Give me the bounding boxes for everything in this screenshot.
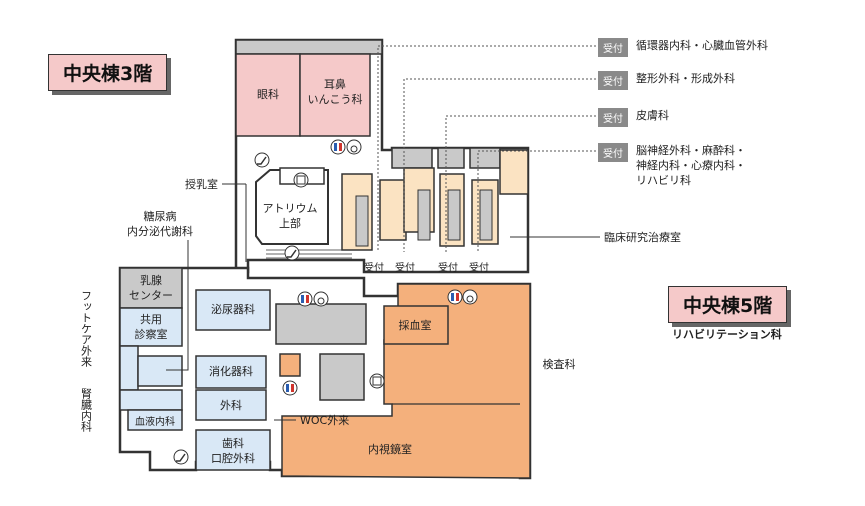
legend-line: リハビリ科 [636, 174, 691, 187]
room-urology[interactable] [195, 289, 271, 331]
floor-5f-subtitle: リハビリテーション科 [672, 328, 782, 341]
gray-block-1 [391, 147, 433, 169]
gray-inner-4 [479, 189, 493, 241]
clinic-block-6[interactable] [499, 149, 529, 195]
restroom-icon [297, 291, 313, 307]
room-shared-exam[interactable] [119, 307, 183, 347]
legend-item-1: 受付 循環器内科・心臓血管外科 [598, 38, 768, 57]
floor-tag-5f: 中央棟5階 [668, 286, 788, 323]
label-urology: 泌尿器科 [211, 302, 255, 316]
atrium-void [255, 169, 329, 245]
room-breast-center[interactable] [119, 267, 183, 309]
legend-text: 皮膚科 [636, 109, 669, 122]
escalator-icon [254, 152, 270, 168]
gray-inner-3 [447, 189, 461, 241]
label-gastro: 消化器科 [209, 364, 253, 378]
label-reception-1: 受付 [364, 261, 384, 274]
label-endoscopy: 内視鏡室 [368, 442, 412, 456]
legend-text: 循環器内科・心臓血管外科 [636, 39, 768, 52]
room-foot-care[interactable] [119, 345, 139, 391]
label-atrium-1: アトリウム [263, 202, 318, 215]
label-reception-3: 受付 [438, 261, 458, 274]
label-ophthalmology: 眼科 [257, 87, 279, 101]
label-woc: WOC外来 [300, 414, 349, 427]
legend-item-2: 受付 整形外科・形成外科 [598, 71, 735, 90]
label-lab: 検査科 [543, 357, 576, 371]
label-foot-care: フットケア外来 [80, 290, 93, 367]
room-gastro[interactable] [195, 355, 267, 389]
legend-line: 神経内科・心療内科・ [636, 159, 746, 172]
room-hematology[interactable] [127, 409, 183, 431]
wheelchair-icon [313, 291, 329, 307]
legend-text: 整形外科・形成外科 [636, 72, 735, 85]
label-atrium-2: 上部 [279, 216, 301, 230]
escalator-icon [173, 449, 189, 465]
escalator-icon [284, 245, 300, 261]
label-reception-4: 受付 [469, 261, 489, 274]
gray-small [319, 353, 365, 401]
reception-badge: 受付 [598, 71, 628, 90]
label-diabetes-2: 内分泌代謝科 [127, 224, 193, 238]
label-diabetes-1: 糖尿病 [144, 209, 177, 223]
leader-lines [166, 183, 600, 421]
clinic-block-2[interactable] [379, 179, 407, 241]
label-dental-1: 歯科 [222, 436, 244, 450]
label-dental-2: 口腔外科 [211, 451, 255, 465]
label-reception-2: 受付 [395, 261, 415, 274]
label-kidney: 腎臓内科 [80, 388, 93, 432]
wheelchair-icon [462, 289, 478, 305]
restroom-icon [282, 380, 298, 396]
room-dental[interactable] [195, 429, 271, 471]
upper-gray-strip [235, 39, 383, 55]
elevator-icon [369, 373, 385, 389]
label-ent-1: 耳鼻 [324, 77, 346, 91]
room-diabetes[interactable] [137, 355, 183, 387]
gray-inner-1 [355, 195, 369, 247]
reception-badge: 受付 [598, 38, 628, 57]
label-nursing-room: 授乳室 [185, 177, 218, 191]
gray-inner-2 [417, 189, 431, 241]
elevator-icon [293, 172, 309, 188]
gray-block-2 [437, 147, 465, 169]
orange-small [279, 353, 301, 377]
label-hematology: 血液内科 [135, 415, 175, 428]
room-surgery[interactable] [195, 389, 267, 421]
label-surgery: 外科 [220, 398, 242, 412]
legend-item-3: 受付 皮膚科 [598, 108, 669, 127]
legend-text-multi: 脳神経外科・麻酔科・ 神経内科・心療内科・ リハビリ科 [636, 143, 746, 188]
legend-item-4: 受付 脳神経外科・麻酔科・ 神経内科・心療内科・ リハビリ科 [598, 143, 746, 188]
room-ent[interactable] [299, 53, 371, 137]
label-shared-2: 診察室 [135, 327, 168, 341]
reception-badge: 受付 [598, 143, 628, 162]
wheelchair-icon [346, 139, 362, 155]
legend-line: 脳神経外科・麻酔科・ [636, 144, 746, 157]
label-ent-2: いんこう科 [308, 92, 363, 106]
label-breast-1: 乳腺 [140, 273, 162, 287]
reception-badge: 受付 [598, 108, 628, 127]
room-blood[interactable] [383, 305, 449, 345]
room-ophthalmology[interactable] [235, 53, 301, 137]
label-clinical: 臨床研究治療室 [604, 230, 681, 244]
label-blood: 採血室 [399, 318, 432, 332]
label-breast-2: センター [129, 289, 173, 302]
label-shared-1: 共用 [140, 313, 162, 326]
restroom-icon [330, 139, 346, 155]
room-kidney[interactable] [119, 389, 183, 411]
floor-tag-3f: 中央棟3階 [48, 54, 168, 91]
gray-center [275, 303, 367, 345]
restroom-icon [447, 289, 463, 305]
stairs-upper [266, 249, 352, 259]
legend-dashed-lines [377, 45, 596, 252]
